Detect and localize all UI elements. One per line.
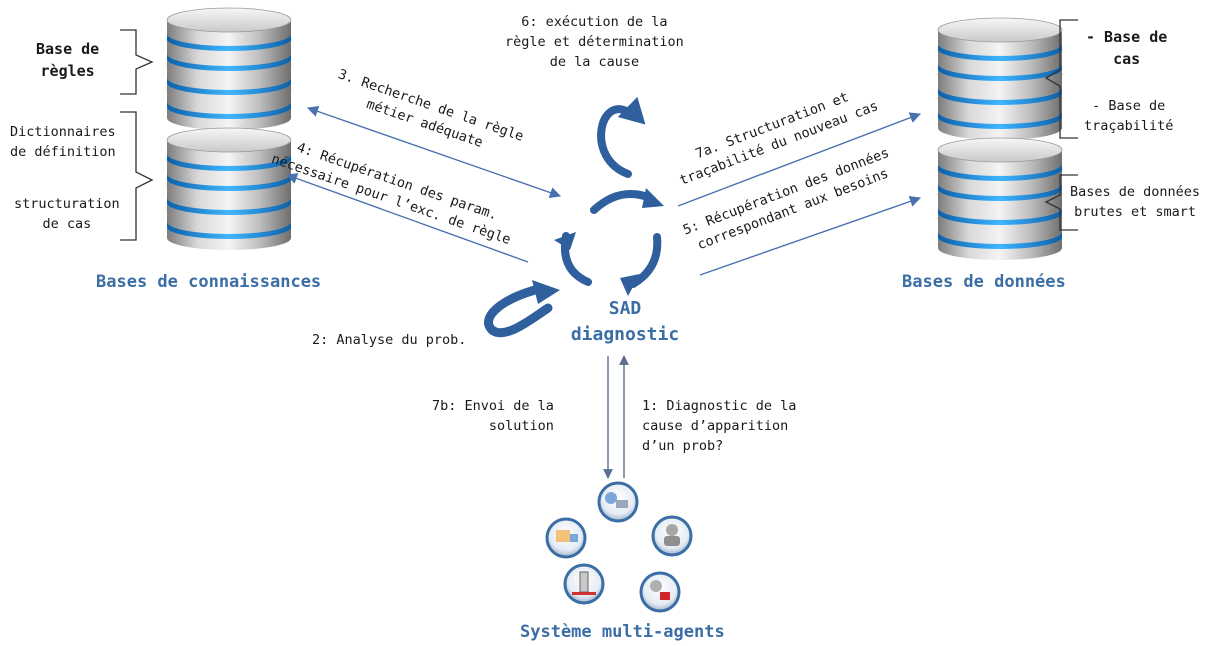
agent-1-icon [597,481,639,523]
case-structuring-label: structuration de cas [14,196,120,232]
knowledge-cases-database-icon [166,127,292,251]
step-6-label: 6: exécution de la règle et déterminatio… [505,14,684,70]
arrow-5 [699,196,922,276]
databases-title: Bases de données [902,272,1066,292]
left-brackets [120,29,154,241]
agent-2-icon [651,515,693,557]
raw-smart-db-label: Bases de données brutes et smart [1070,184,1201,220]
multi-agent-system-title: Système multi-agents [520,622,725,642]
agent-5-icon [545,517,587,559]
agent-3-icon [639,571,681,613]
knowledge-bases-title: Bases de connaissances [96,272,322,292]
data-cases-database-icon [937,17,1063,141]
step-7b-label: 7b: Envoi de la solution [432,398,554,434]
arrow-3 [306,106,562,198]
traceability-base-label: - Base de traçabilité [1084,98,1174,134]
self-loop-arrow-6 [597,105,632,178]
arrow-4 [285,173,529,263]
data-raw-database-icon [937,137,1063,261]
case-base-label: - Base de cas [1086,28,1168,68]
sad-diagnostic-title: SAD diagnostic [570,298,680,345]
step-2-label: 2: Analyse du prob. [312,332,467,348]
agent-4-icon [563,563,605,605]
loop-arrow-2 [484,285,553,338]
flow-arrows [285,106,922,479]
agents-cluster-icon [545,481,693,613]
rules-base-label: Base de règles [36,40,100,80]
dictionaries-label: Dictionnaires de définition [10,124,116,160]
arrow-7a [677,112,922,207]
cycle-arrowheads [554,188,664,296]
right-brackets [1044,19,1078,231]
knowledge-rules-database-icon [166,7,292,131]
step-1-label: 1: Diagnostic de la cause d’apparition d… [642,398,797,454]
